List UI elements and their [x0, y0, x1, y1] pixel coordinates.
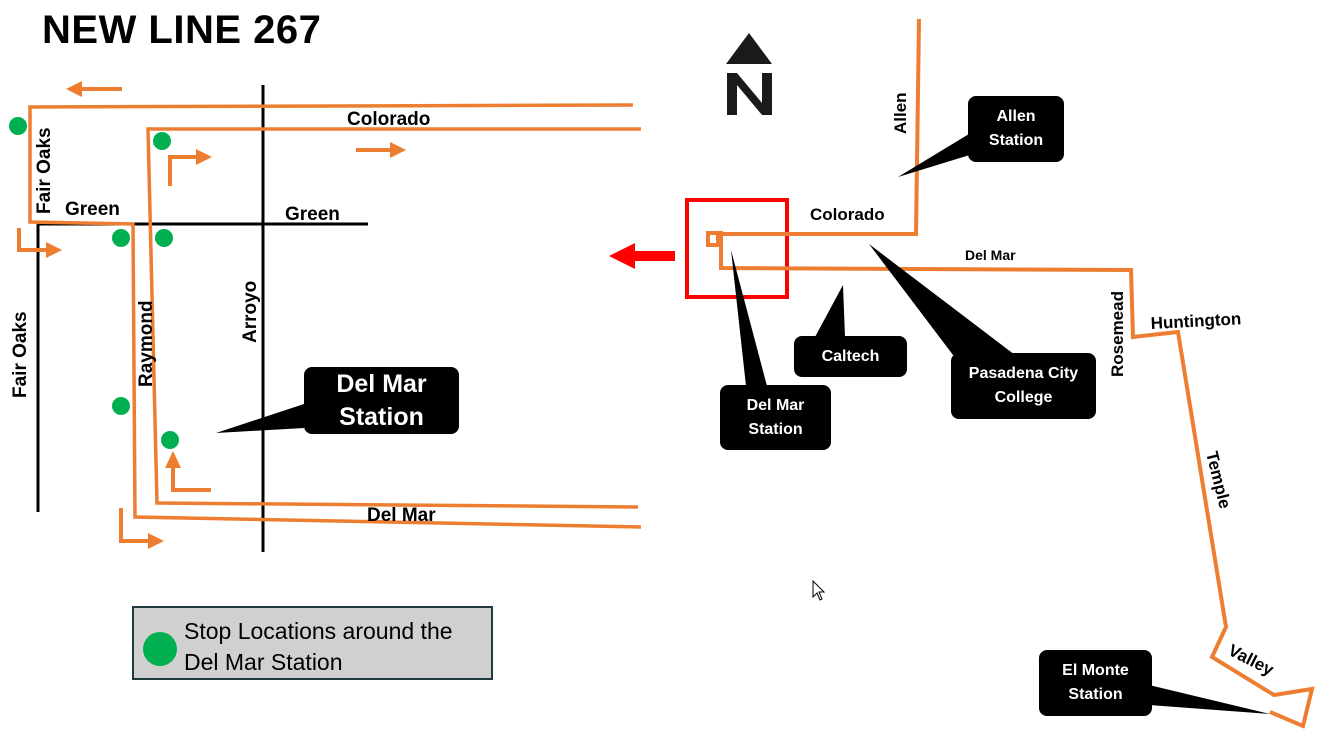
label-del-mar-right: Del Mar — [965, 247, 1016, 263]
label-arroyo: Arroyo — [240, 281, 261, 343]
route-path — [706, 18, 1315, 729]
station-callout-del-mar-detail: Del Mar Station — [304, 367, 459, 434]
label-raymond: Raymond — [136, 300, 157, 387]
arrow-east-icon — [196, 149, 212, 165]
label-colorado: Colorado — [347, 109, 430, 130]
bus-stop-marker[interactable] — [9, 117, 27, 135]
station-del-mar: Del Mar Station — [720, 385, 831, 450]
label-allen: Allen — [891, 92, 910, 134]
station-del-mar-label: Del Mar Station — [746, 396, 805, 438]
bus-stop-marker[interactable] — [155, 229, 173, 247]
detail-route-lines — [28, 103, 642, 529]
arrow-north-icon — [165, 451, 181, 468]
callout-pointer — [216, 404, 304, 433]
station-caltech-label: Caltech — [821, 347, 880, 365]
station-el-monte: El Monte Station — [1039, 650, 1152, 716]
direction-arrowheads — [46, 81, 406, 549]
red-arrow-icon — [609, 243, 675, 269]
direction-arrows — [17, 87, 392, 543]
station-allen: Allen Station — [968, 96, 1064, 162]
mouse-cursor-icon — [812, 580, 826, 601]
legend-text: Stop Locations around the Del Mar Statio… — [184, 618, 453, 675]
pointer-el-monte — [1149, 685, 1270, 714]
pointer-allen — [898, 134, 973, 177]
station-el-monte-label: El Monte Station — [1062, 662, 1129, 703]
route-inner-loop — [146, 127, 641, 509]
arrow-west-icon — [66, 81, 82, 97]
arrow-east-icon — [46, 242, 62, 258]
bus-stop-marker[interactable] — [112, 229, 130, 247]
label-rosemead: Rosemead — [1108, 291, 1127, 377]
arrow-east-icon — [390, 142, 406, 158]
pointer-pasadena-cc — [869, 244, 1015, 355]
bus-stops — [9, 117, 179, 449]
label-green-right: Green — [285, 204, 340, 225]
station-callout-label: Del Mar Station — [336, 369, 427, 431]
detail-street-labels: Colorado Green Green Del Mar Fair Oaks F… — [10, 109, 436, 526]
pointer-del-mar — [731, 250, 767, 386]
route-outer-loop — [28, 103, 642, 529]
map-legend: Stop Locations around the Del Mar Statio… — [132, 606, 493, 680]
bus-stop-marker[interactable] — [161, 431, 179, 449]
station-pasadena-city-college: Pasadena City College — [951, 353, 1096, 419]
north-arrow-icon — [726, 33, 772, 115]
bus-stop-icon — [143, 632, 177, 666]
arrow-east-icon — [148, 533, 164, 549]
station-pointers — [731, 134, 1270, 714]
bus-stop-marker[interactable] — [112, 397, 130, 415]
label-huntington: Huntington — [1150, 309, 1242, 333]
label-del-mar: Del Mar — [367, 505, 436, 526]
station-caltech: Caltech — [794, 336, 907, 377]
pointer-caltech — [815, 285, 845, 337]
station-pasadena-cc-label: Pasadena City College — [968, 365, 1079, 406]
map-title: NEW LINE 267 — [42, 8, 322, 52]
station-allen-label: Allen Station — [988, 108, 1044, 149]
label-valley: Valley — [1225, 641, 1277, 680]
label-fair-oaks-bottom: Fair Oaks — [10, 311, 31, 398]
label-green-left: Green — [65, 199, 120, 220]
label-fair-oaks-top: Fair Oaks — [34, 127, 55, 214]
label-colorado-right: Colorado — [810, 205, 885, 224]
bus-stop-marker[interactable] — [153, 132, 171, 150]
line-267-route — [706, 18, 1315, 729]
